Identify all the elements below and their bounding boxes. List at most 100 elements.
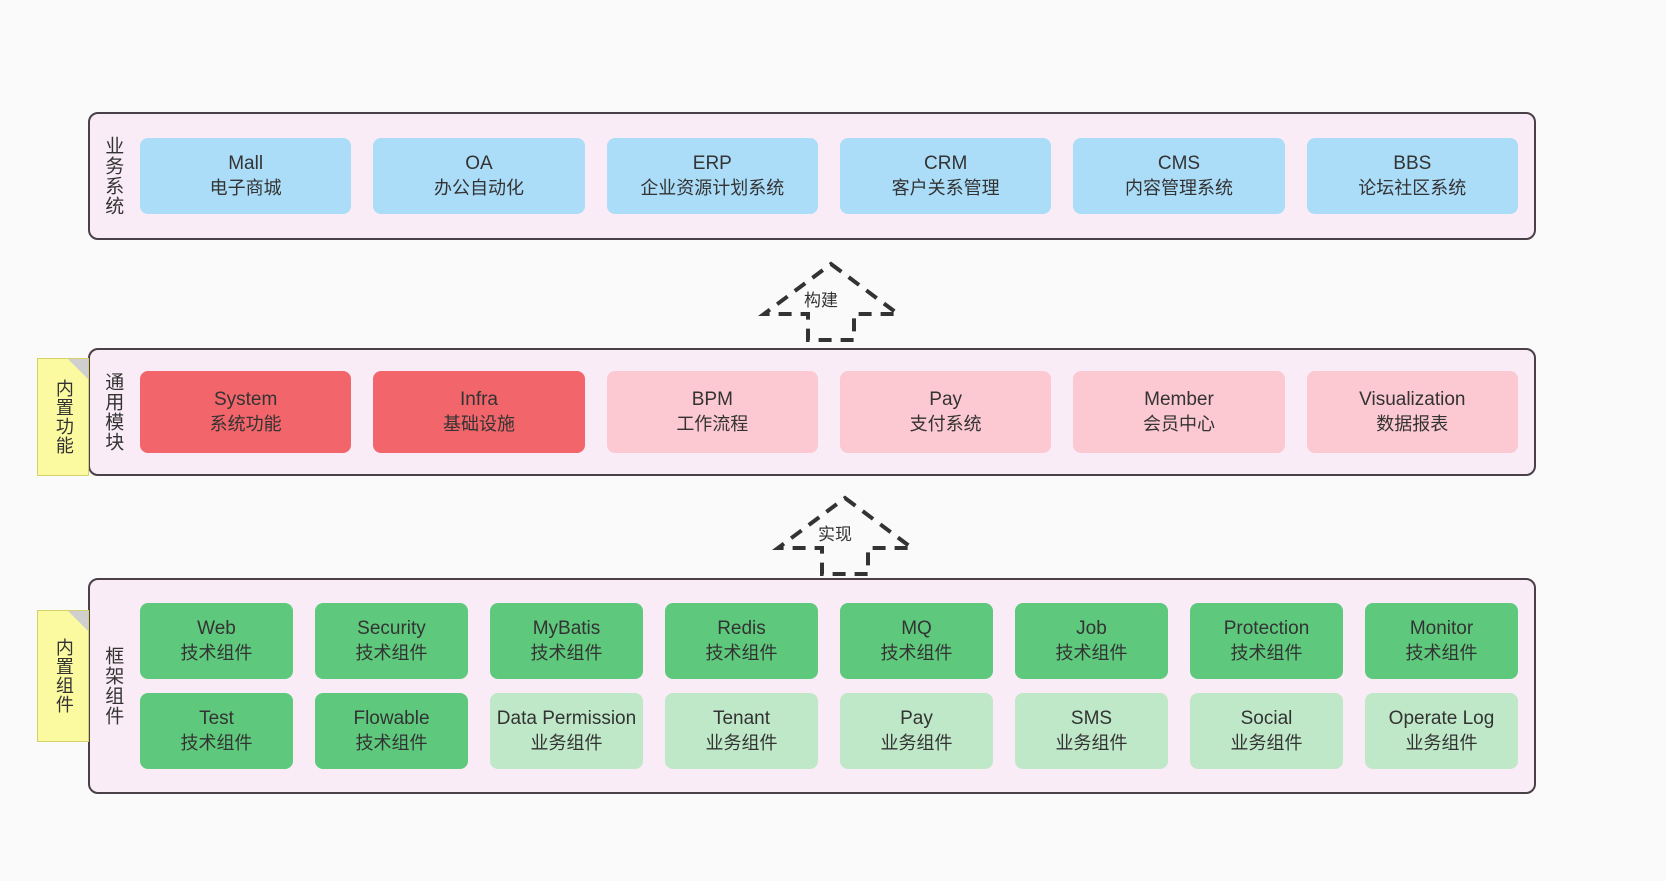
component-box-mybatis[interactable]: MyBatis 技术组件 bbox=[490, 603, 643, 679]
module-row: Test 技术组件 Flowable 技术组件 Data Permission … bbox=[140, 693, 1518, 769]
module-title-cn: 论坛社区系统 bbox=[1358, 177, 1467, 198]
module-box-infra[interactable]: Infra 基础设施 bbox=[373, 371, 585, 453]
component-box-security[interactable]: Security 技术组件 bbox=[315, 603, 468, 679]
component-box-web[interactable]: Web 技术组件 bbox=[140, 603, 293, 679]
module-title-en: CRM bbox=[924, 153, 968, 175]
component-title-cn: 技术组件 bbox=[880, 642, 953, 663]
component-title-en: Web bbox=[197, 618, 236, 640]
module-box-visualization[interactable]: Visualization 数据报表 bbox=[1306, 371, 1518, 453]
layer-title-framework-components: 框架组件 bbox=[102, 646, 124, 726]
component-title-cn: 技术组件 bbox=[180, 732, 253, 753]
module-box-erp[interactable]: ERP 企业资源计划系统 bbox=[606, 138, 818, 214]
module-title-cn: 基础设施 bbox=[442, 413, 515, 434]
module-title-cn: 办公自动化 bbox=[433, 177, 524, 198]
component-title-cn: 技术组件 bbox=[180, 642, 253, 663]
component-title-cn: 业务组件 bbox=[1055, 732, 1128, 753]
build-arrow-label: 构建 bbox=[804, 291, 838, 310]
component-box-protection[interactable]: Protection 技术组件 bbox=[1190, 603, 1343, 679]
module-title-en: OA bbox=[465, 153, 493, 175]
module-title-en: Member bbox=[1144, 389, 1214, 411]
layer-common-modules: 通用模块 System 系统功能 Infra 基础设施 BPM 工作流程 Pay… bbox=[88, 348, 1536, 476]
module-title-en: BPM bbox=[691, 389, 733, 411]
component-title-cn: 业务组件 bbox=[705, 732, 778, 753]
component-title-en: Social bbox=[1240, 708, 1293, 730]
module-title-cn: 企业资源计划系统 bbox=[640, 177, 785, 198]
module-box-pay[interactable]: Pay 支付系统 bbox=[839, 371, 1052, 453]
component-box-mq[interactable]: MQ 技术组件 bbox=[840, 603, 993, 679]
module-title-cn: 内容管理系统 bbox=[1124, 177, 1233, 198]
layer-body-business-systems: Mall 电子商城 OA 办公自动化 ERP 企业资源计划系统 CRM 客户关系… bbox=[134, 114, 1534, 238]
component-box-job[interactable]: Job 技术组件 bbox=[1015, 603, 1168, 679]
module-title-cn: 支付系统 bbox=[909, 413, 982, 434]
component-title-en: Tenant bbox=[712, 708, 771, 730]
layer-business-systems: 业务系统 Mall 电子商城 OA 办公自动化 ERP 企业资源计划系统 CRM… bbox=[88, 112, 1536, 240]
module-title-cn: 数据报表 bbox=[1376, 413, 1449, 434]
component-box-sms[interactable]: SMS 业务组件 bbox=[1015, 693, 1168, 769]
layer-title-common-modules: 通用模块 bbox=[102, 372, 124, 452]
implement-arrow: 实现 bbox=[772, 492, 918, 578]
module-box-system[interactable]: System 系统功能 bbox=[140, 371, 352, 453]
module-title-en: System bbox=[213, 389, 278, 411]
component-box-redis[interactable]: Redis 技术组件 bbox=[665, 603, 818, 679]
component-box-operate-log[interactable]: Operate Log 业务组件 bbox=[1365, 693, 1518, 769]
component-title-en: Job bbox=[1076, 618, 1107, 640]
module-title-en: CMS bbox=[1157, 153, 1201, 175]
note-text: 内置功能 bbox=[53, 379, 74, 455]
module-title-en: Visualization bbox=[1359, 389, 1466, 411]
component-title-cn: 技术组件 bbox=[530, 642, 603, 663]
implement-arrow-label: 实现 bbox=[818, 525, 852, 544]
module-box-mall[interactable]: Mall 电子商城 bbox=[140, 138, 352, 214]
component-box-pay[interactable]: Pay 业务组件 bbox=[840, 693, 993, 769]
module-title-cn: 系统功能 bbox=[209, 413, 282, 434]
component-box-test[interactable]: Test 技术组件 bbox=[140, 693, 293, 769]
builtin-components-note: 内置组件 bbox=[37, 610, 89, 742]
component-title-en: Pay bbox=[900, 708, 933, 730]
component-title-cn: 业务组件 bbox=[880, 732, 953, 753]
component-title-cn: 技术组件 bbox=[1405, 642, 1478, 663]
layer-body-framework-components: Web 技术组件 Security 技术组件 MyBatis 技术组件 Redi… bbox=[134, 580, 1534, 792]
module-title-cn: 电子商城 bbox=[209, 177, 282, 198]
component-title-en: Operate Log bbox=[1388, 708, 1495, 730]
module-box-bpm[interactable]: BPM 工作流程 bbox=[606, 371, 818, 453]
component-box-data-permission[interactable]: Data Permission 业务组件 bbox=[490, 693, 643, 769]
module-title-en: Mall bbox=[228, 153, 264, 175]
component-box-monitor[interactable]: Monitor 技术组件 bbox=[1365, 603, 1518, 679]
note-fold-corner-icon bbox=[68, 359, 88, 379]
module-title-en: BBS bbox=[1393, 153, 1432, 175]
layer-framework-components: 框架组件 Web 技术组件 Security 技术组件 MyBatis 技术组件… bbox=[88, 578, 1536, 794]
module-box-oa[interactable]: OA 办公自动化 bbox=[373, 138, 585, 214]
component-title-cn: 业务组件 bbox=[1405, 732, 1478, 753]
component-title-en: MQ bbox=[901, 618, 932, 640]
module-row: System 系统功能 Infra 基础设施 BPM 工作流程 Pay 支付系统… bbox=[140, 371, 1518, 453]
builtin-features-note: 内置功能 bbox=[37, 358, 89, 476]
component-title-cn: 技术组件 bbox=[1230, 642, 1303, 663]
component-title-cn: 业务组件 bbox=[530, 732, 603, 753]
module-box-member[interactable]: Member 会员中心 bbox=[1073, 371, 1285, 453]
note-fold-corner-icon bbox=[68, 611, 88, 631]
build-arrow: 构建 bbox=[758, 258, 904, 344]
component-title-en: MyBatis bbox=[532, 618, 601, 640]
module-title-en: ERP bbox=[692, 153, 732, 175]
component-title-cn: 技术组件 bbox=[705, 642, 778, 663]
component-title-cn: 技术组件 bbox=[1055, 642, 1128, 663]
module-title-cn: 工作流程 bbox=[676, 413, 749, 434]
component-title-en: Protection bbox=[1223, 618, 1310, 640]
module-title-cn: 客户关系管理 bbox=[891, 177, 1000, 198]
module-box-bbs[interactable]: BBS 论坛社区系统 bbox=[1306, 138, 1518, 214]
component-box-social[interactable]: Social 业务组件 bbox=[1190, 693, 1343, 769]
layer-body-common-modules: System 系统功能 Infra 基础设施 BPM 工作流程 Pay 支付系统… bbox=[134, 350, 1534, 474]
module-box-crm[interactable]: CRM 客户关系管理 bbox=[839, 138, 1052, 214]
module-title-en: Infra bbox=[459, 389, 498, 411]
component-box-tenant[interactable]: Tenant 业务组件 bbox=[665, 693, 818, 769]
module-row: Mall 电子商城 OA 办公自动化 ERP 企业资源计划系统 CRM 客户关系… bbox=[140, 138, 1518, 214]
component-title-en: SMS bbox=[1070, 708, 1113, 730]
layer-title-business-systems: 业务系统 bbox=[102, 136, 124, 216]
module-title-en: Pay bbox=[929, 389, 963, 411]
component-title-cn: 技术组件 bbox=[355, 732, 428, 753]
module-box-cms[interactable]: CMS 内容管理系统 bbox=[1073, 138, 1285, 214]
module-title-cn: 会员中心 bbox=[1142, 413, 1215, 434]
component-title-en: Flowable bbox=[353, 708, 430, 730]
component-box-flowable[interactable]: Flowable 技术组件 bbox=[315, 693, 468, 769]
component-title-en: Security bbox=[357, 618, 426, 640]
